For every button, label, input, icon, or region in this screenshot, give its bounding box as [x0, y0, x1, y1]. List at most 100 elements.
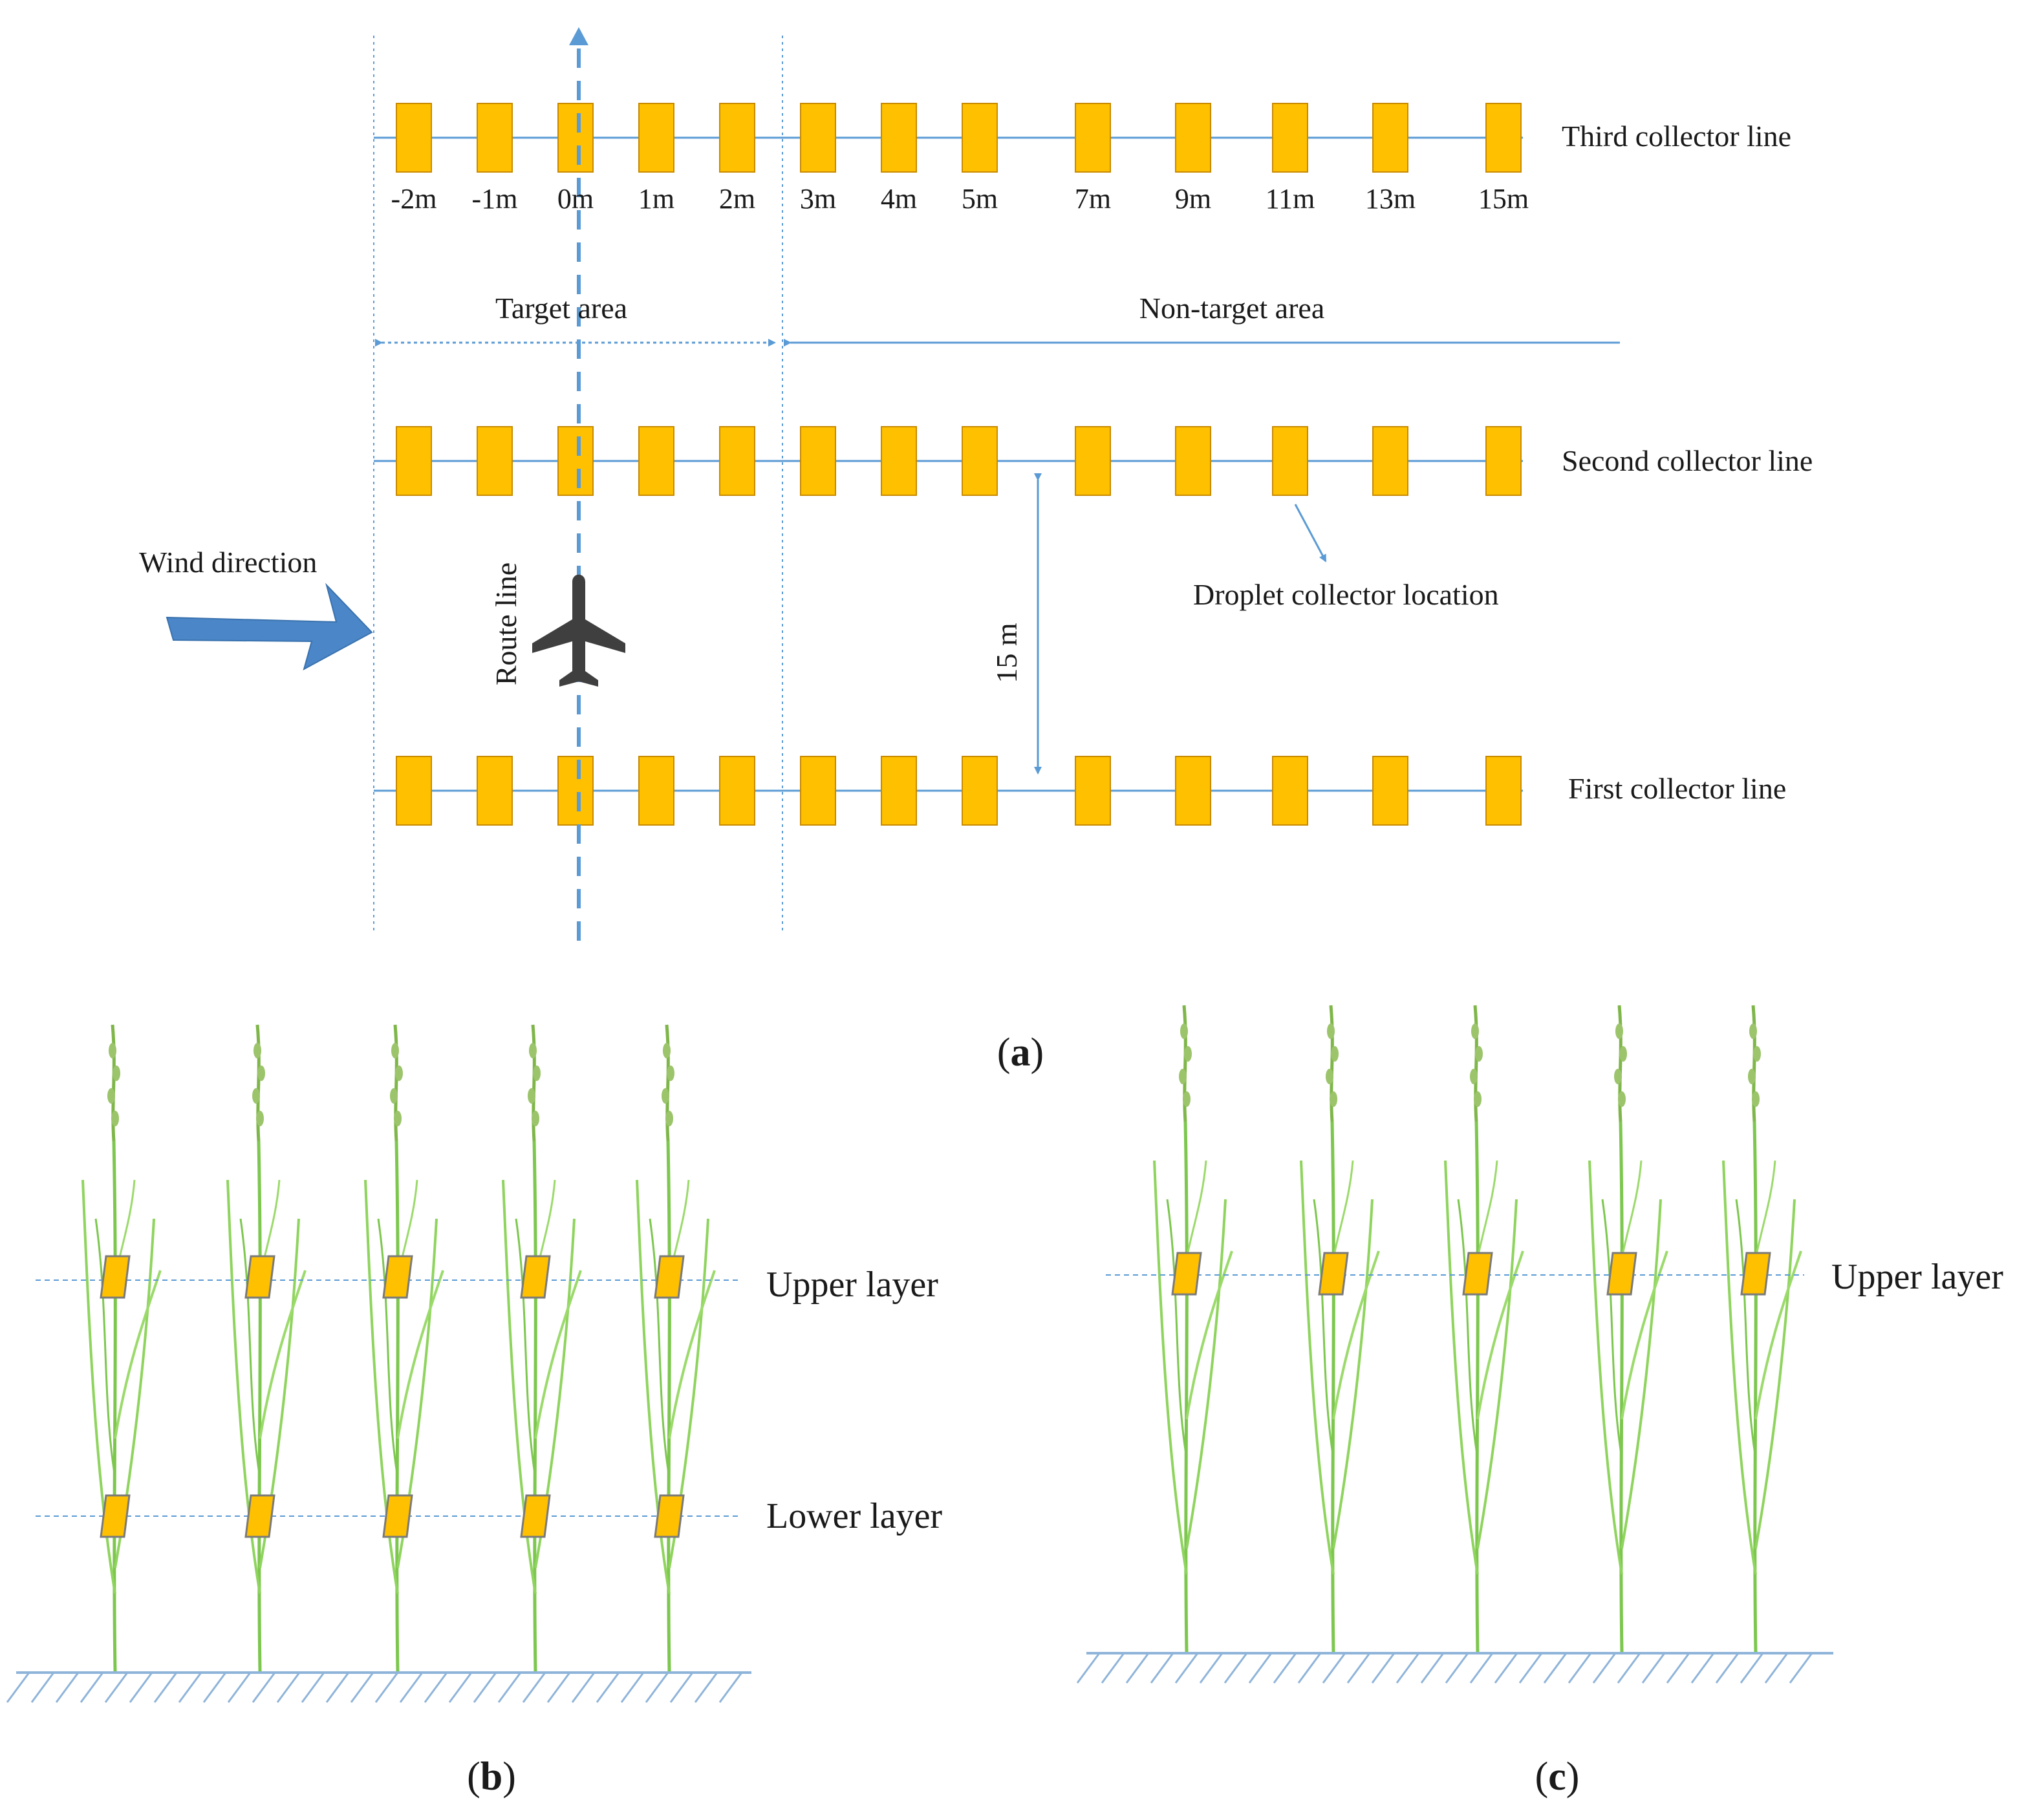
collector-card	[244, 1255, 275, 1299]
collector-card	[654, 1494, 685, 1538]
collector-card	[244, 1494, 275, 1538]
collector-12	[1372, 103, 1408, 173]
ground-hatch	[1371, 1653, 1396, 1684]
ground-hatch	[1346, 1653, 1371, 1684]
rice-plant	[1154, 1005, 1232, 1652]
ground-hatch	[104, 1672, 129, 1703]
panel-c-ground	[1076, 1652, 1833, 1684]
ground-hatch	[178, 1672, 202, 1703]
ground-hatch	[669, 1672, 694, 1703]
collector-card	[1462, 1252, 1493, 1296]
collector-10	[1175, 756, 1211, 826]
ground-hatch	[718, 1672, 743, 1703]
ground-hatch	[30, 1672, 55, 1703]
collector-11	[1272, 103, 1308, 173]
collector-1	[396, 426, 432, 496]
tick-label: 9m	[1175, 183, 1211, 215]
ground-hatch	[1641, 1653, 1666, 1684]
collector-card	[100, 1255, 131, 1299]
rice-plant	[637, 1025, 715, 1671]
rice-plant	[1723, 1005, 1801, 1652]
ground-hatch	[424, 1672, 448, 1703]
rice-plant	[1445, 1005, 1523, 1652]
collector-13	[1485, 426, 1522, 496]
ground-hatch	[1592, 1653, 1617, 1684]
collector-13	[1485, 756, 1522, 826]
ground-hatch	[227, 1672, 252, 1703]
collector-7	[881, 103, 917, 173]
ground-hatch	[448, 1672, 473, 1703]
collector-8	[962, 426, 998, 496]
ground-hatch	[1469, 1653, 1494, 1684]
second-line-collectors	[396, 426, 1522, 496]
ground-hatch	[1690, 1653, 1715, 1684]
collector-location-label: Droplet collector location	[1193, 578, 1499, 611]
collector-card	[654, 1255, 685, 1299]
collector-card	[382, 1494, 413, 1538]
collector-10	[1175, 103, 1211, 173]
tick-label: 2m	[719, 183, 755, 215]
ground-hatch	[1789, 1653, 1813, 1684]
tick-label: -2m	[391, 183, 437, 215]
ground-hatch	[1101, 1653, 1125, 1684]
rice-plant	[1301, 1005, 1379, 1652]
collector-13	[1485, 103, 1522, 173]
ground-hatch	[1125, 1653, 1150, 1684]
ground-hatch	[1764, 1653, 1789, 1684]
collector-7	[881, 756, 917, 826]
ground-hatch	[620, 1672, 645, 1703]
ground-hatch	[129, 1672, 153, 1703]
first-line-collectors	[396, 756, 1522, 826]
tick-label: 3m	[800, 183, 836, 215]
panel-c-collector-cards	[1171, 1252, 1771, 1296]
collector-5	[719, 426, 755, 496]
collector-2	[477, 426, 513, 496]
ground-hatch	[202, 1672, 227, 1703]
ground-hatch	[350, 1672, 374, 1703]
rice-plant	[1590, 1005, 1667, 1652]
ground-hatch	[522, 1672, 546, 1703]
ground-hatch	[546, 1672, 571, 1703]
panel-b-collector-cards	[100, 1255, 685, 1538]
collector-card	[1740, 1252, 1771, 1296]
ground-hatch	[1715, 1653, 1740, 1684]
collector-4	[638, 426, 674, 496]
collector-card	[100, 1494, 131, 1538]
panel-c-upper-layer-label: Upper layer	[1831, 1257, 2003, 1297]
panel-b-caption: (b)	[467, 1755, 516, 1799]
collector-2	[477, 756, 513, 826]
line-spacing-label: 15 m	[990, 623, 1023, 683]
collector-3	[557, 756, 594, 826]
collector-card	[520, 1255, 551, 1299]
ground-hatch	[1494, 1653, 1518, 1684]
rice-plant	[83, 1025, 160, 1671]
wind-direction-label: Wind direction	[139, 546, 317, 579]
ground-hatch	[645, 1672, 669, 1703]
non-target-area-label: Non-target area	[1139, 292, 1325, 325]
ground-hatch	[325, 1672, 350, 1703]
ground-hatch	[1150, 1653, 1174, 1684]
tick-label: 1m	[638, 183, 674, 215]
collector-9	[1075, 426, 1111, 496]
route-line-label: Route line	[490, 562, 523, 685]
ground-hatch	[1076, 1653, 1101, 1684]
collector-7	[881, 426, 917, 496]
collector-10	[1175, 426, 1211, 496]
third-line-label: Third collector line	[1562, 120, 1791, 153]
collector-5	[719, 756, 755, 826]
ground-hatch	[1248, 1653, 1273, 1684]
ground-hatch	[571, 1672, 596, 1703]
ground-hatch	[1568, 1653, 1592, 1684]
target-area-label: Target area	[495, 292, 627, 325]
collector-card	[520, 1494, 551, 1538]
route-line-arrowhead	[569, 27, 588, 45]
collector-1	[396, 103, 432, 173]
ground-hatch	[1420, 1653, 1445, 1684]
collector-6	[800, 103, 836, 173]
ground-hatch	[6, 1672, 30, 1703]
collector-6	[800, 756, 836, 826]
collector-12	[1372, 756, 1408, 826]
ground-hatch	[694, 1672, 718, 1703]
collector-4	[638, 103, 674, 173]
